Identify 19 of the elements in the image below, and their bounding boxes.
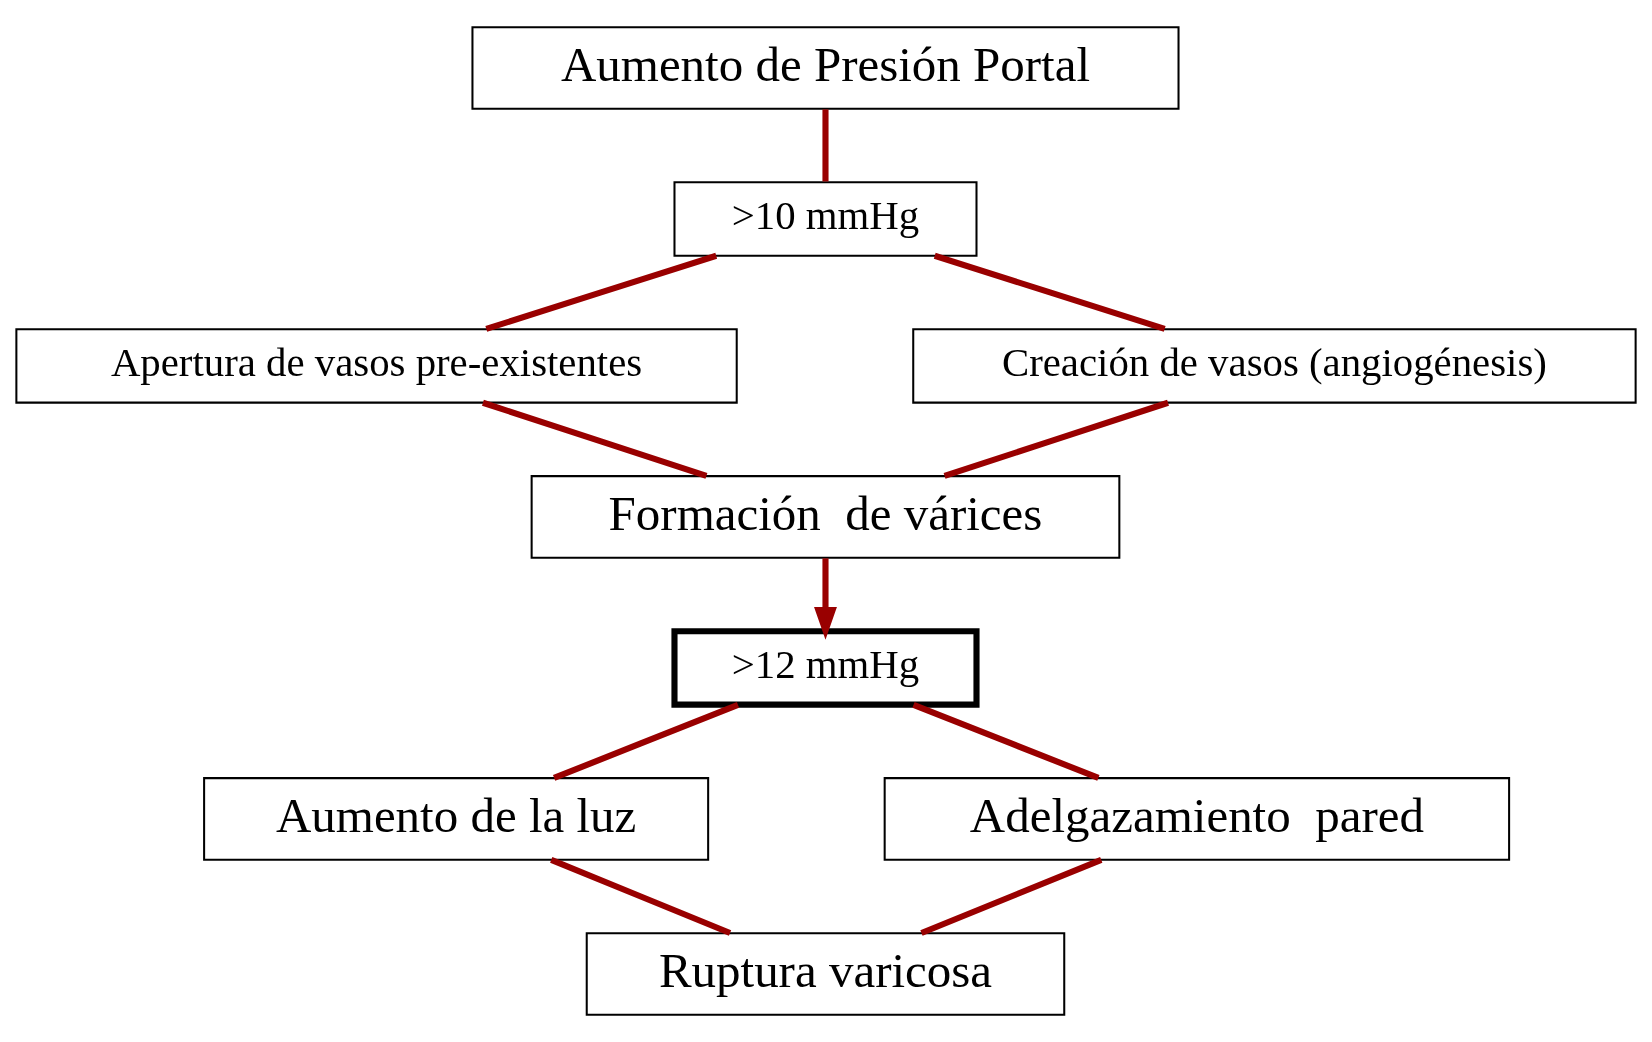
- connector: [943, 399, 1169, 479]
- node-box: Creación de vasos (angiogénesis): [912, 328, 1637, 404]
- node-box: Aumento de Presión Portal: [471, 26, 1180, 110]
- connector: [482, 399, 708, 479]
- node-box: Adelgazamiento pared: [883, 777, 1511, 861]
- connector: [485, 252, 718, 332]
- connector: [933, 252, 1166, 332]
- node-box: Aumento de la luz: [203, 777, 710, 861]
- node-box: Ruptura varicosa: [585, 932, 1066, 1016]
- arrow: [814, 558, 837, 640]
- connector: [920, 857, 1103, 936]
- node-box: >10 mmHg: [673, 181, 978, 257]
- connector: [552, 701, 740, 781]
- node-box: >12 mmHg: [671, 628, 980, 708]
- node-box: Formación de várices: [530, 475, 1121, 559]
- node-box: Apertura de vasos pre-existentes: [15, 328, 738, 404]
- connector: [912, 701, 1100, 781]
- connector: [822, 109, 829, 182]
- connector: [550, 857, 732, 936]
